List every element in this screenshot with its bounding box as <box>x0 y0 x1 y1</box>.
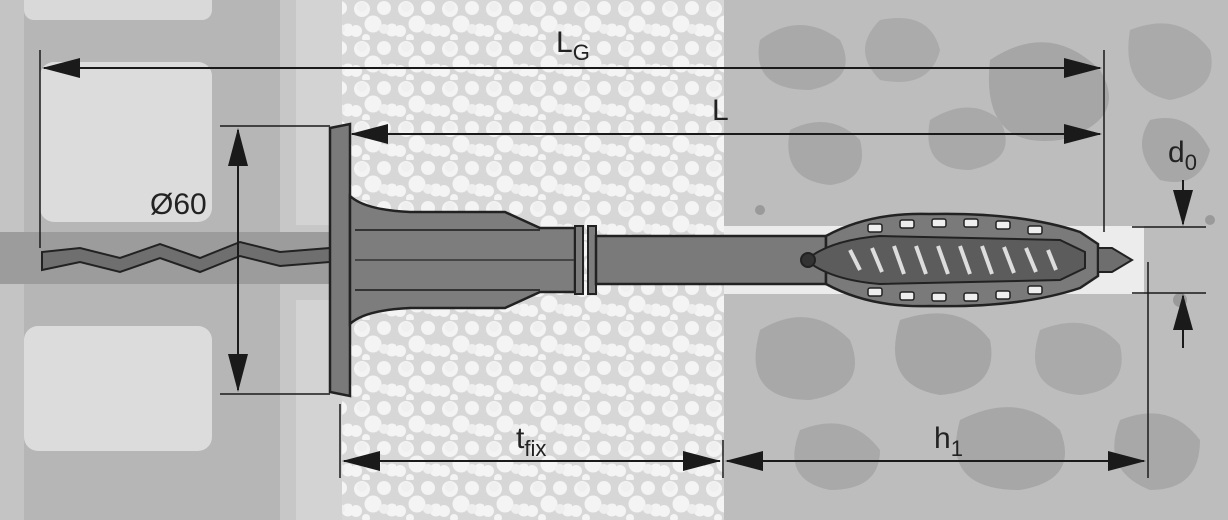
diameter-label: Ø60 <box>150 188 207 221</box>
insulation-anchor <box>41 122 1134 398</box>
lg-label: LG <box>556 26 590 65</box>
l-label: L <box>712 94 729 127</box>
anchor-tip <box>1097 247 1134 273</box>
dimension-labels: LG L Ø60 d0 tfix h1 <box>150 26 1197 461</box>
tfix-label: tfix <box>516 422 546 461</box>
dimension-lines <box>39 50 1206 478</box>
anchor-sleeve <box>594 234 828 286</box>
d0-label: d0 <box>1168 136 1197 175</box>
h1-label: h1 <box>934 422 963 461</box>
washer-plate <box>328 122 352 398</box>
